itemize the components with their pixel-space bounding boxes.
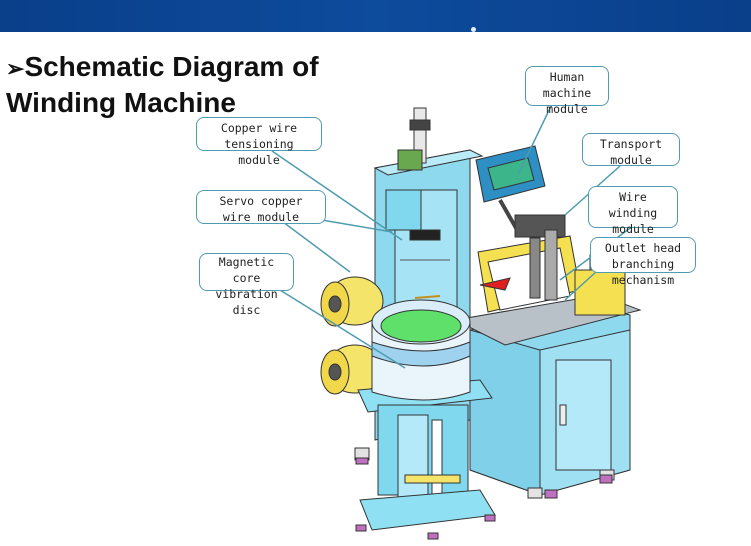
bullet-arrow-icon: ➢ (6, 56, 25, 81)
header-dot (471, 27, 476, 32)
callout-copper-wire-tensioning-module: Copper wire tensioning module (196, 117, 322, 167)
callout-magnetic-core-vibration-disc: Magnetic core vibration disc (199, 253, 294, 317)
callout-servo-copper-wire-module: Servo copper wire module (196, 190, 326, 224)
machine-illustration (320, 107, 642, 540)
callout-transport-module: Transport module (582, 133, 680, 167)
header-bar (0, 0, 751, 32)
callout-outlet-head-branching-mechanism: Outlet head branching mechanism (590, 237, 696, 287)
title-line-2: Winding Machine (6, 87, 236, 118)
callout-human-machine-module: Human machine module (525, 66, 609, 116)
callout-wire-winding-module: Wire winding module (588, 186, 678, 236)
title-line-1: Schematic Diagram of (24, 51, 319, 82)
page-title: ➢Schematic Diagram of Winding Machine (6, 50, 366, 120)
